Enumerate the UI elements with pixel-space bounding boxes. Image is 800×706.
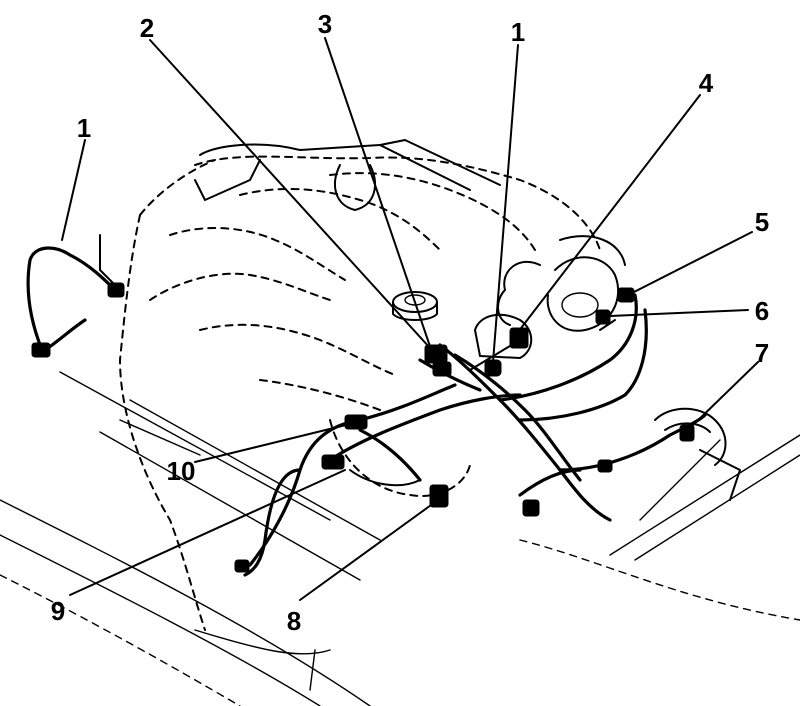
connector-6 bbox=[595, 309, 611, 325]
ground-terminal bbox=[522, 499, 540, 517]
callout-2: 2 bbox=[140, 13, 154, 43]
leader-lines bbox=[61, 37, 759, 601]
lower-connector bbox=[234, 559, 250, 573]
connector-3 bbox=[432, 361, 452, 377]
left-sensor-connector bbox=[31, 342, 51, 358]
connector-7 bbox=[679, 424, 695, 442]
callout-8: 8 bbox=[287, 606, 301, 636]
callout-1-right: 1 bbox=[511, 17, 525, 47]
connector-10b bbox=[344, 414, 368, 430]
callout-10: 10 bbox=[167, 456, 196, 486]
connector-2 bbox=[424, 344, 448, 364]
callout-6: 6 bbox=[755, 296, 769, 326]
callout-1-left: 1 bbox=[77, 113, 91, 143]
callout-7: 7 bbox=[755, 338, 769, 368]
callout-9: 9 bbox=[51, 596, 65, 626]
wiring-harness bbox=[26, 246, 707, 577]
callout-5: 5 bbox=[755, 207, 769, 237]
connector-4 bbox=[509, 327, 529, 349]
harness-clip bbox=[597, 459, 613, 473]
knock-sensor-connector bbox=[107, 282, 125, 298]
connector-10a bbox=[321, 454, 345, 470]
body-panel-lines bbox=[0, 371, 800, 706]
engine-block bbox=[119, 139, 741, 631]
callout-4: 4 bbox=[699, 68, 714, 98]
connector-5 bbox=[617, 287, 635, 303]
callout-3: 3 bbox=[318, 9, 332, 39]
callout-labels: 1 2 3 1 4 5 6 7 8 9 10 bbox=[51, 9, 769, 636]
